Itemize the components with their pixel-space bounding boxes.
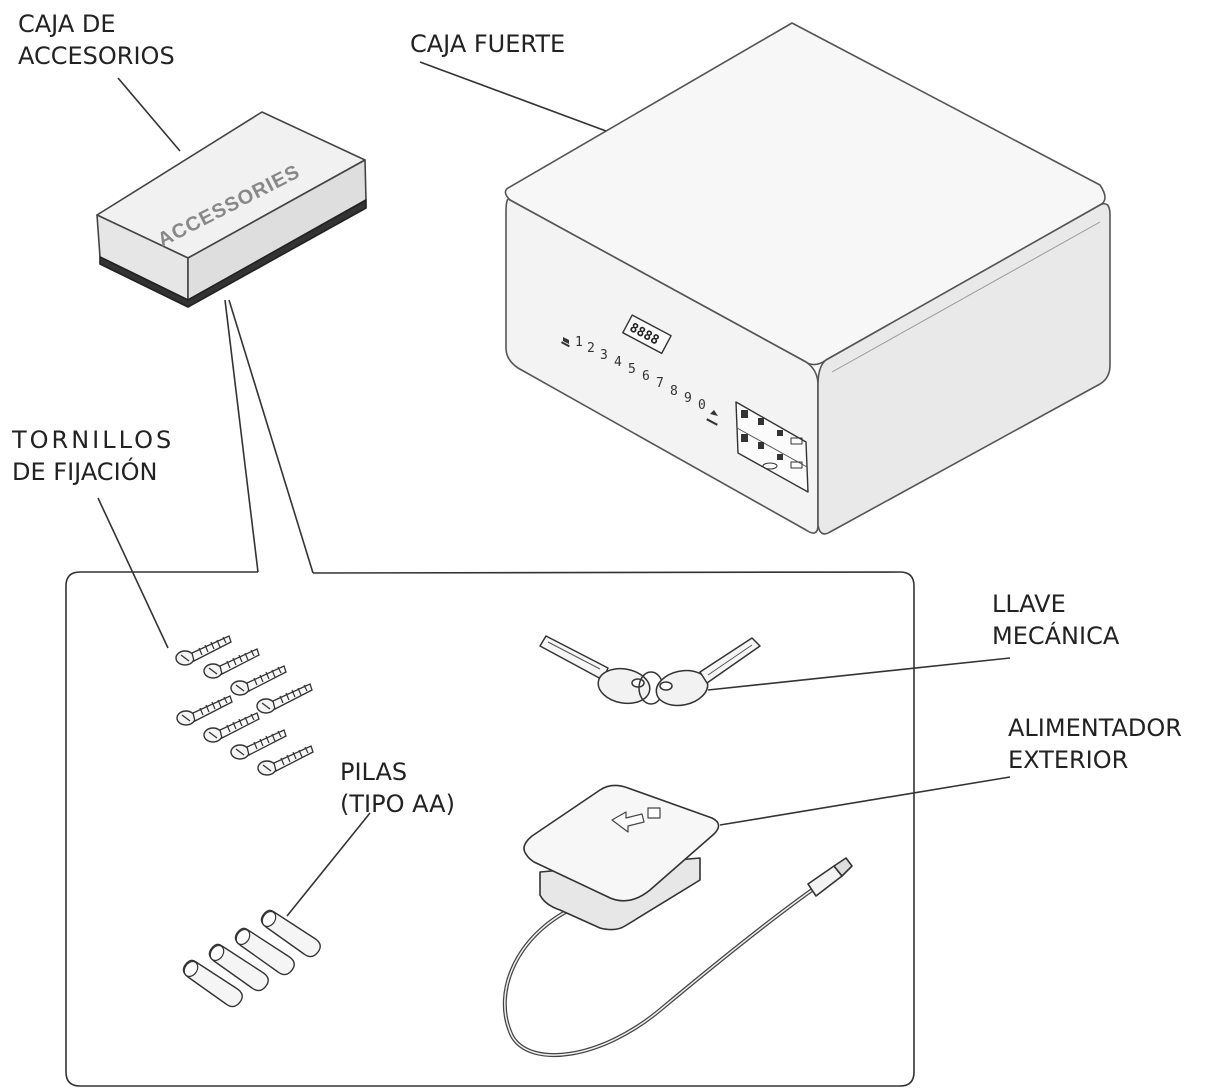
label-accessory-box: CAJA DE ACCESORIOS: [18, 8, 175, 72]
label-safe-line1: CAJA FUERTE: [410, 30, 566, 58]
screw: [176, 695, 233, 726]
screw: [203, 712, 260, 743]
label-screws: TORNILLOS DE FIJACIÓN: [12, 424, 174, 488]
label-power-line2: EXTERIOR: [1008, 746, 1129, 774]
key-0: 0: [698, 398, 706, 413]
label-external-power: ALIMENTADOR EXTERIOR: [1008, 712, 1182, 776]
mechanical-keys: [539, 635, 761, 707]
key-7: 7: [656, 376, 664, 391]
key-6: 6: [642, 369, 650, 384]
key-2: 2: [587, 341, 595, 356]
key-1: 1: [575, 335, 583, 350]
external-power-pack: [502, 784, 853, 1057]
accessory-box: ACCESSORIES: [96, 111, 367, 308]
key-3: 3: [600, 348, 608, 363]
label-screws-line2: DE FIJACIÓN: [12, 458, 158, 486]
power-cable: [502, 888, 814, 1057]
key-9: 9: [684, 391, 692, 406]
safe-side: [817, 202, 1111, 535]
keypad-enter-icon: [710, 410, 718, 416]
key-8: 8: [670, 384, 678, 399]
key-4: 4: [614, 355, 622, 370]
label-safe: CAJA FUERTE: [410, 28, 565, 60]
label-accessory-box-line1: CAJA DE: [18, 10, 116, 38]
leader-lines: [97, 61, 1011, 917]
keypad-lock-icon: [563, 337, 569, 344]
screws-group: [175, 635, 314, 776]
batteries-group: [180, 908, 321, 1008]
label-batteries: PILAS (TIPO AA): [340, 756, 455, 820]
label-batteries-line2: (TIPO AA): [340, 790, 455, 818]
screw: [230, 729, 287, 760]
screw: [230, 665, 287, 696]
safe-illustration: 8888 1 2 3 4 5 6 7 8 9 0: [504, 22, 1111, 535]
panel-keyhole-icon: [762, 462, 778, 470]
key-5: 5: [628, 362, 636, 377]
leader-screws: [97, 497, 169, 649]
power-pack-arrow-icon: [611, 811, 645, 833]
power-pack-lid: [523, 784, 720, 902]
safe-status-panel: [735, 401, 809, 493]
leader-power: [719, 776, 1011, 826]
accessories-panel: [65, 571, 915, 1087]
screw: [257, 745, 314, 776]
accessory-box-base: [99, 199, 367, 308]
label-key-line2: MECÁNICA: [992, 622, 1120, 650]
label-accessory-box-line2: ACCESORIOS: [18, 42, 175, 70]
screw: [256, 683, 313, 714]
screw: [203, 648, 260, 679]
leader-batteries: [286, 812, 371, 917]
leader-safe: [419, 61, 607, 132]
label-key-line1: LLAVE: [992, 590, 1066, 618]
label-screws-line1: TORNILLOS: [12, 426, 175, 454]
leader-accessory-box: [117, 77, 181, 152]
label-batteries-line1: PILAS: [340, 758, 408, 786]
screw: [175, 635, 232, 666]
safe-keypad: 1 2 3 4 5 6 7 8 9 0: [560, 335, 718, 426]
label-power-line1: ALIMENTADOR: [1008, 714, 1182, 742]
label-mechanical-key: LLAVE MECÁNICA: [992, 588, 1119, 652]
panel-lock-icon: [741, 410, 748, 418]
key-head-left: [597, 667, 651, 705]
panel-battery-icon: [790, 437, 803, 445]
leader-key: [707, 657, 1011, 691]
